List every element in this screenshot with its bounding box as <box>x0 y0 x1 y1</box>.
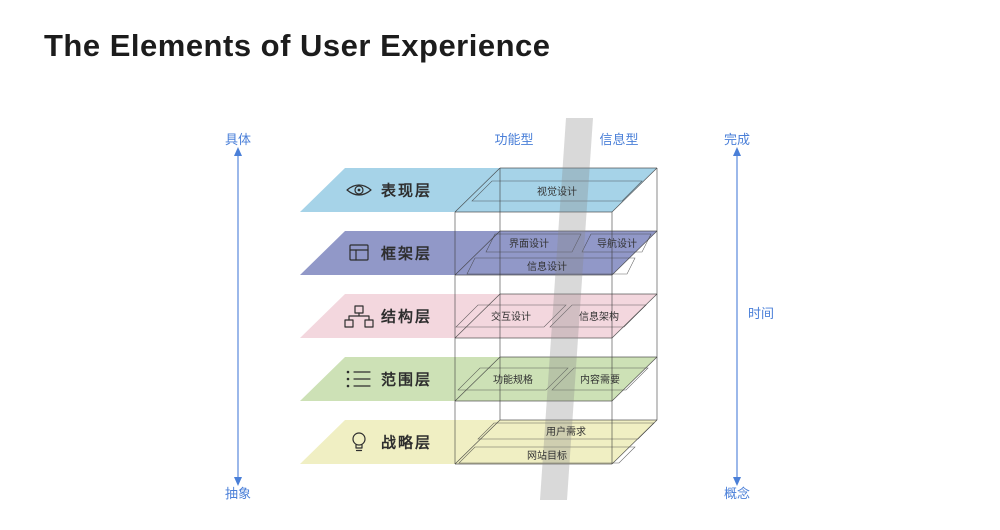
layer-strategy-plane <box>300 420 657 464</box>
information-column-label: 信息型 <box>599 132 638 147</box>
arrow-down-icon <box>234 477 242 486</box>
cell-site-objectives <box>458 446 636 464</box>
cell-information-architecture <box>549 304 647 328</box>
sublabel-cells <box>455 180 655 464</box>
window-icon <box>349 244 369 261</box>
divider-band <box>540 118 593 500</box>
cell-content-requirements <box>551 367 649 391</box>
sublabel-information-design: 信息设计 <box>527 260 567 273</box>
cell-information-design <box>466 257 636 275</box>
sitemap-icon <box>344 305 374 328</box>
box-edge <box>454 293 501 339</box>
sublabel-interaction-design: 交互设计 <box>491 310 531 323</box>
sublabel-information-architecture: 信息架构 <box>579 310 619 323</box>
bulb-icon <box>352 432 366 452</box>
layer-label-scope: 范围层 <box>381 371 432 389</box>
left-axis-bottom-label: 抽象 <box>225 486 251 501</box>
right-axis-middle-label: 时间 <box>748 306 774 321</box>
box-wireframe <box>454 167 658 465</box>
box-edge <box>611 230 658 276</box>
sublabel-content-requirements: 内容需要 <box>580 373 620 386</box>
cell-visual-design <box>471 180 643 202</box>
layer-label-surface: 表现层 <box>381 182 432 200</box>
layer-label-skeleton: 框架层 <box>381 245 432 263</box>
page-title: The Elements of User Experience <box>44 28 551 63</box>
sublabel-visual-design: 视觉设计 <box>537 185 577 198</box>
sublabel-site-objectives: 网站目标 <box>527 449 567 462</box>
sublabel-functional-specs: 功能规格 <box>493 373 533 386</box>
layer-surface-plane <box>300 168 657 212</box>
box-edge <box>611 293 658 339</box>
layer-label-structure: 结构层 <box>381 308 432 326</box>
cell-user-needs <box>477 422 655 440</box>
cell-functional-specs <box>457 367 569 391</box>
box-edge <box>454 356 501 402</box>
box-edge <box>611 167 658 213</box>
eye-icon <box>346 184 372 196</box>
box-edge <box>454 419 501 465</box>
cell-interaction-design <box>455 304 567 328</box>
box-edge <box>454 167 501 213</box>
sublabel-navigation-design: 导航设计 <box>597 237 637 250</box>
functional-column-label: 功能型 <box>494 132 533 147</box>
layer-skeleton-plane <box>300 231 657 275</box>
right-axis-bottom-label: 概念 <box>724 486 750 501</box>
list-icon <box>346 370 371 388</box>
box-edge <box>611 356 658 402</box>
layer-label-strategy: 战略层 <box>381 434 432 452</box>
sublabel-interface-design: 界面设计 <box>509 237 549 250</box>
right-axis: 完成 时间 概念 <box>724 132 774 501</box>
sublabel-user-needs: 用户需求 <box>546 425 586 438</box>
cell-interface-design <box>485 233 582 253</box>
box-edge <box>454 230 501 276</box>
left-axis: 具体 抽象 <box>225 132 251 501</box>
left-axis-top-label: 具体 <box>225 132 251 147</box>
arrow-up-icon <box>733 147 741 156</box>
right-axis-top-label: 完成 <box>724 132 750 147</box>
arrow-down-icon <box>733 477 741 486</box>
arrow-up-icon <box>234 147 242 156</box>
cell-navigation-design <box>581 233 652 253</box>
